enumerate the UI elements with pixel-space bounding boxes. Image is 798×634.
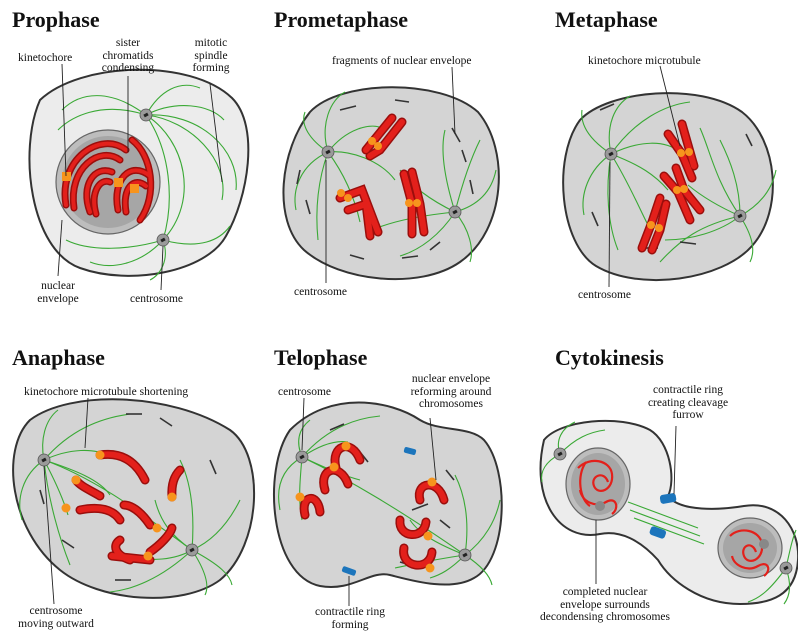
prophase-centrosome-1 — [140, 109, 152, 121]
label-cleavage-furrow: contractile ring creating cleavage furro… — [636, 384, 740, 422]
title-anaphase: Anaphase — [12, 346, 105, 370]
label-centrosome-prometaphase: centrosome — [294, 286, 347, 299]
label-nuclear-envelope: nuclear envelope — [28, 280, 88, 305]
label-envelope-reforming: nuclear envelope reforming around chromo… — [406, 373, 496, 411]
prometaphase-centrosome-2 — [449, 206, 461, 218]
metaphase-centrosome-1 — [605, 148, 617, 160]
cytokinesis-centrosome-1 — [554, 448, 566, 460]
metaphase-cell — [563, 66, 776, 287]
label-centrosome-prophase: centrosome — [130, 293, 183, 306]
title-prometaphase: Prometaphase — [274, 8, 408, 32]
label-contractile-ring-forming: contractile ring forming — [298, 606, 402, 631]
prophase-centrosome-2 — [157, 234, 169, 246]
telophase-cell — [274, 398, 502, 606]
anaphase-centrosome-1 — [38, 454, 50, 466]
cytokinesis-centrosome-2 — [780, 562, 792, 574]
anaphase-cell — [13, 398, 254, 604]
title-telophase: Telophase — [274, 346, 367, 370]
label-kinetochore: kinetochore — [18, 52, 72, 65]
telophase-centrosome-2 — [459, 549, 471, 561]
label-completed-envelope: completed nuclear envelope surrounds dec… — [530, 586, 680, 624]
label-mitotic-spindle: mitotic spindle forming — [185, 37, 237, 75]
label-centrosome-metaphase: centrosome — [578, 289, 631, 302]
label-kinetochore-microtubule: kinetochore microtubule — [588, 55, 701, 68]
title-prophase: Prophase — [12, 8, 100, 32]
title-cytokinesis: Cytokinesis — [555, 346, 664, 370]
label-fragments: fragments of nuclear envelope — [332, 55, 472, 68]
label-microtubule-shortening: kinetochore microtubule shortening — [24, 386, 188, 399]
label-centrosome-moving: centrosome moving outward — [18, 605, 94, 630]
metaphase-centrosome-2 — [734, 210, 746, 222]
title-metaphase: Metaphase — [555, 8, 658, 32]
prometaphase-centrosome-1 — [322, 146, 334, 158]
label-sister-chromatids: sister chromatids condensing — [98, 37, 158, 75]
cytokinesis-cell — [541, 421, 798, 604]
prometaphase-cell — [283, 67, 498, 283]
prophase-cell — [29, 64, 248, 290]
label-centrosome-telophase: centrosome — [278, 386, 331, 399]
telophase-centrosome-1 — [296, 451, 308, 463]
anaphase-centrosome-2 — [186, 544, 198, 556]
